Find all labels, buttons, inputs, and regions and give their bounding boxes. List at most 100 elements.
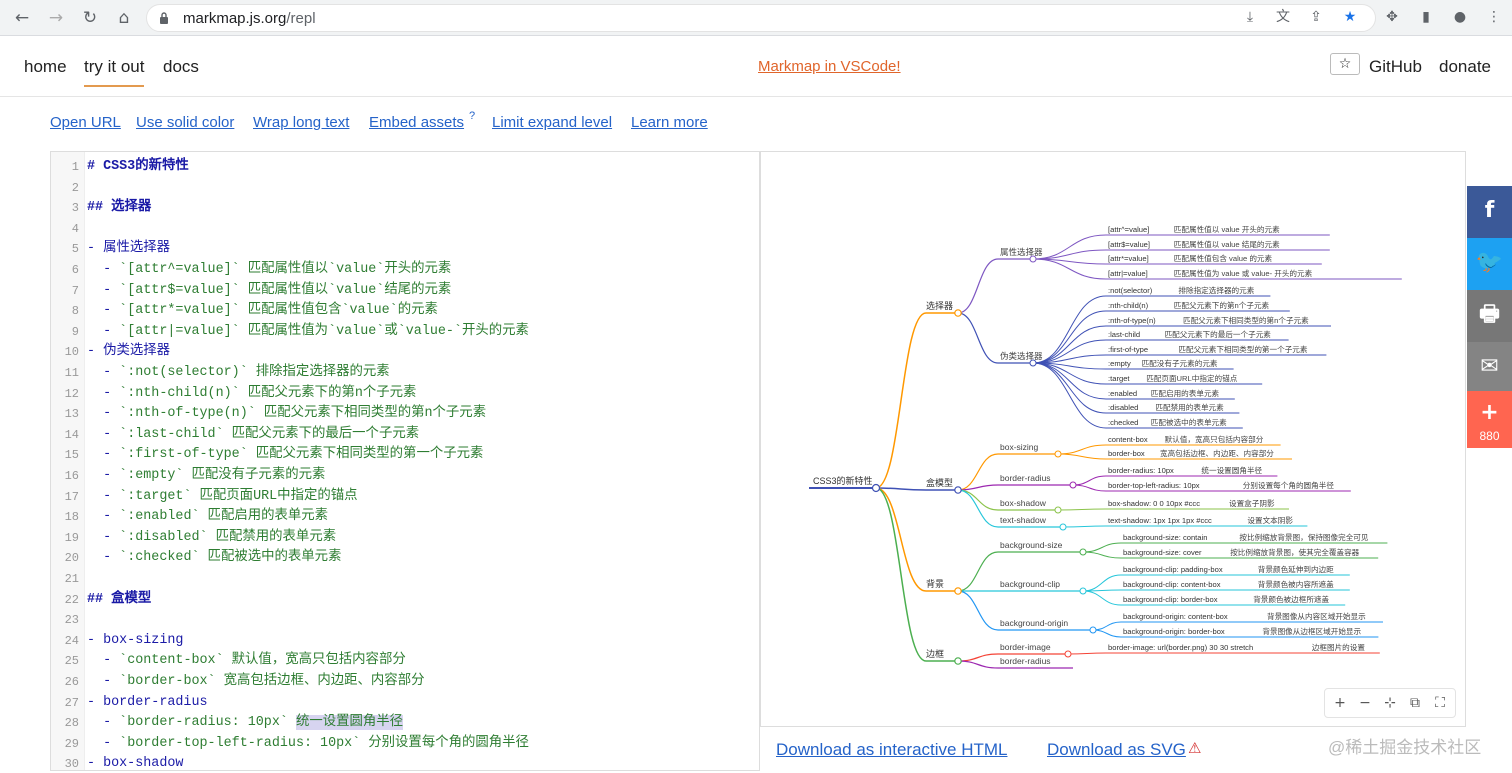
mindmap-link [1057,508,1107,511]
menu-icon[interactable]: ⋮ [1487,9,1501,25]
mindmap-leaf-code: background-clip: padding-box [1123,565,1223,574]
side-panel-icon[interactable]: ▮ [1422,9,1430,25]
share-print-button[interactable]: 🖶 [1467,290,1512,342]
mindmap-branch-toggle[interactable] [954,309,962,317]
mindmap-leaf-text: 背景图像从边框区域开始显示 [1262,626,1361,636]
line-number: 23 [64,613,79,628]
mindmap-node-toggle[interactable] [1059,523,1067,531]
code-line: - 属性选择器 [87,241,171,257]
print-icon: 🖶 [1479,302,1500,327]
mindmap-node-toggle[interactable] [1064,650,1072,658]
mindmap-link [1067,652,1107,655]
nav-docs[interactable]: docs [163,57,199,76]
url-text: markmap.js.org/repl [183,10,316,27]
github-star-button[interactable]: ☆ [1330,53,1360,75]
mindmap-node-label: text-shadow [1000,515,1047,525]
mindmap-leaf-code: :disabled [1108,403,1138,412]
mindmap-link [957,258,999,314]
zoom-in-icon[interactable]: + [1334,695,1346,711]
home-icon[interactable]: ⌂ [118,8,130,28]
mindmap-node-label: box-sizing [1000,442,1039,452]
line-number: 11 [64,366,79,380]
download-html-link[interactable]: Download as interactive HTML [776,740,1008,759]
mindmap-leaf-code: border-top-left-radius: 10px [1108,481,1200,490]
mindmap-link [957,653,999,662]
mindmap-leaf-text: 匹配属性值为 value 或 value- 开头的元素 [1174,268,1313,278]
fullscreen-icon[interactable]: ⛶ [1435,695,1445,711]
mindmap-link [1082,542,1122,553]
embed-assets-link[interactable]: Embed assets [369,114,465,131]
mindmap-branch-label: 背景 [926,578,944,589]
code-line: - border-radius [87,694,208,710]
nav-github[interactable]: GitHub [1369,57,1422,76]
mindmap-preview[interactable]: CSS3的新特性选择器属性选择器[attr^=value]匹配属性值以 valu… [760,151,1466,727]
vscode-link[interactable]: Markmap in VSCode! [758,58,901,75]
mindmap-root-toggle[interactable] [871,483,881,493]
mindmap-leaf-code: :last-child [1108,330,1140,339]
twitter-icon: 🐦 [1475,250,1504,275]
mindmap-node-toggle[interactable] [1069,481,1077,489]
mindmap-node-toggle[interactable] [1054,450,1062,458]
mindmap-leaf-text: 匹配父元素下的最后一个子元素 [1165,329,1272,339]
mindmap-leaf-text: 默认值，宽高只包括内容部分 [1165,434,1264,444]
mindmap-node-toggle[interactable] [1079,548,1087,556]
mindmap-leaf-code: :enabled [1108,389,1137,398]
mindmap-node-toggle[interactable] [1089,626,1097,634]
code-line: - `:empty` 匹配没有子元素的元素 [87,468,326,483]
extensions-icon[interactable]: ✥ [1386,9,1398,25]
learn-more-link[interactable]: Learn more [631,114,708,131]
zoom-out-icon[interactable]: − [1359,695,1371,711]
nav-try-it-out[interactable]: try it out [84,57,145,87]
mindmap-node-label: box-shadow [1000,498,1047,508]
embed-help-icon[interactable]: ? [469,110,476,122]
mindmap-branch-toggle[interactable] [954,587,962,595]
mindmap-leaf-text: 匹配没有子元素的元素 [1142,358,1218,368]
mindmap-node-toggle[interactable] [1029,359,1037,367]
install-icon[interactable]: ⤓ [1246,9,1254,25]
mindmap-leaf-code: background-size: contain [1123,533,1207,542]
wrap-text-link[interactable]: Wrap long text [253,114,350,131]
mindmap-leaf-text: 背景颜色被边框所遮盖 [1253,594,1329,604]
toggle-recursive-icon[interactable]: ⧉ [1410,695,1420,711]
mindmap-node-toggle[interactable] [1029,255,1037,263]
mindmap-branch-label: 边框 [926,648,944,659]
mindmap-node-toggle[interactable] [1054,506,1062,514]
code-line: - `:nth-of-type(n)` 匹配父元素下相同类型的第n个子元素 [87,406,487,422]
site-nav: home try it out docs Markmap in VSCode! … [0,36,1512,97]
back-arrow-icon[interactable]: ← [14,8,30,28]
line-number: 4 [71,221,79,236]
line-number: 14 [64,427,79,442]
line-number: 13 [64,407,79,422]
download-svg-link[interactable]: Download as SVG [1047,740,1186,759]
mindmap-leaf-text: 匹配父元素下相同类型的第n个子元素 [1183,315,1309,325]
mindmap-leaf-code: text-shadow: 1px 1px 1px #ccc [1108,516,1212,525]
mindmap-link [957,312,999,364]
share-twitter-button[interactable]: 🐦 [1467,238,1512,290]
solid-color-link[interactable]: Use solid color [136,114,235,131]
share-facebook-button[interactable]: f [1467,186,1512,238]
fit-icon[interactable]: ⊹ [1384,695,1396,711]
mindmap-link [957,590,999,631]
share-email-button[interactable]: ✉ [1467,342,1512,394]
limit-expand-link[interactable]: Limit expand level [492,114,613,131]
address-bar[interactable]: markmap.js.org/repl [146,4,1376,32]
profile-icon[interactable]: ● [1453,9,1467,25]
share-icon[interactable]: ⇪ [1310,9,1322,25]
translate-icon[interactable]: 文 [1276,9,1290,25]
mindmap-branch-toggle[interactable] [954,486,962,494]
reload-icon[interactable]: ↻ [82,8,98,28]
mindmap-node-toggle[interactable] [1079,587,1087,595]
open-url-link[interactable]: Open URL [50,114,121,131]
nav-home[interactable]: home [24,57,67,76]
mindmap-branch-label: 选择器 [926,300,953,311]
forward-arrow-icon[interactable]: → [48,8,64,28]
mindmap-node-label: border-image [1000,642,1051,652]
mindmap-branch-toggle[interactable] [954,657,962,665]
share-more-button[interactable]: +880 [1467,391,1512,448]
nav-donate[interactable]: donate [1439,57,1491,76]
mindmap-leaf-text: 匹配禁用的表单元素 [1155,402,1224,412]
mindmap-node-label: border-radius [1000,656,1051,666]
bookmark-star-icon[interactable]: ★ [1343,9,1357,25]
